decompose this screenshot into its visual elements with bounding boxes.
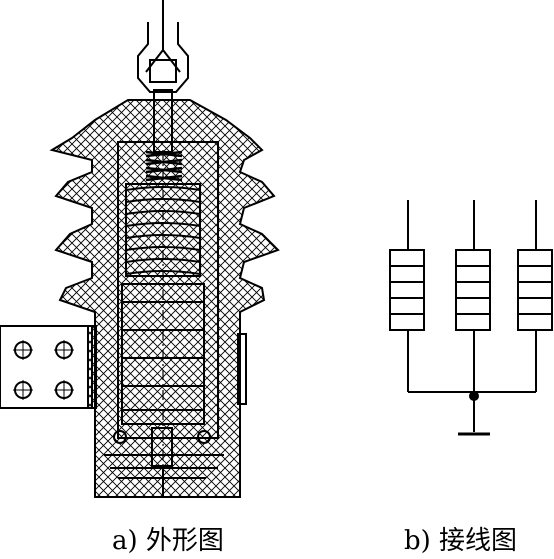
inner-bore bbox=[117, 141, 219, 439]
arrester-cross-section bbox=[0, 0, 280, 498]
bottom-bolt-right bbox=[197, 430, 211, 444]
arrester-symbol-1 bbox=[389, 249, 425, 331]
terminal-clamp bbox=[137, 22, 189, 93]
bottom-bolt-left bbox=[113, 430, 127, 444]
arrester-symbol-3 bbox=[517, 249, 553, 331]
compression-spring bbox=[145, 150, 183, 182]
caption-wiring-diagram: b) 接线图 bbox=[404, 526, 518, 556]
terminal-clamp-inner bbox=[149, 59, 177, 83]
nameplate bbox=[237, 333, 247, 405]
arrester-symbol-2 bbox=[455, 249, 491, 331]
clamp-nut bbox=[145, 48, 181, 73]
wiring-diagram bbox=[389, 200, 553, 436]
mounting-bracket bbox=[0, 325, 97, 409]
arrester-branch-2 bbox=[455, 200, 491, 392]
arrester-branch-1 bbox=[389, 200, 425, 392]
caption-exterior-view: a) 外形图 bbox=[112, 526, 224, 556]
arrester-branch-3 bbox=[517, 200, 553, 392]
